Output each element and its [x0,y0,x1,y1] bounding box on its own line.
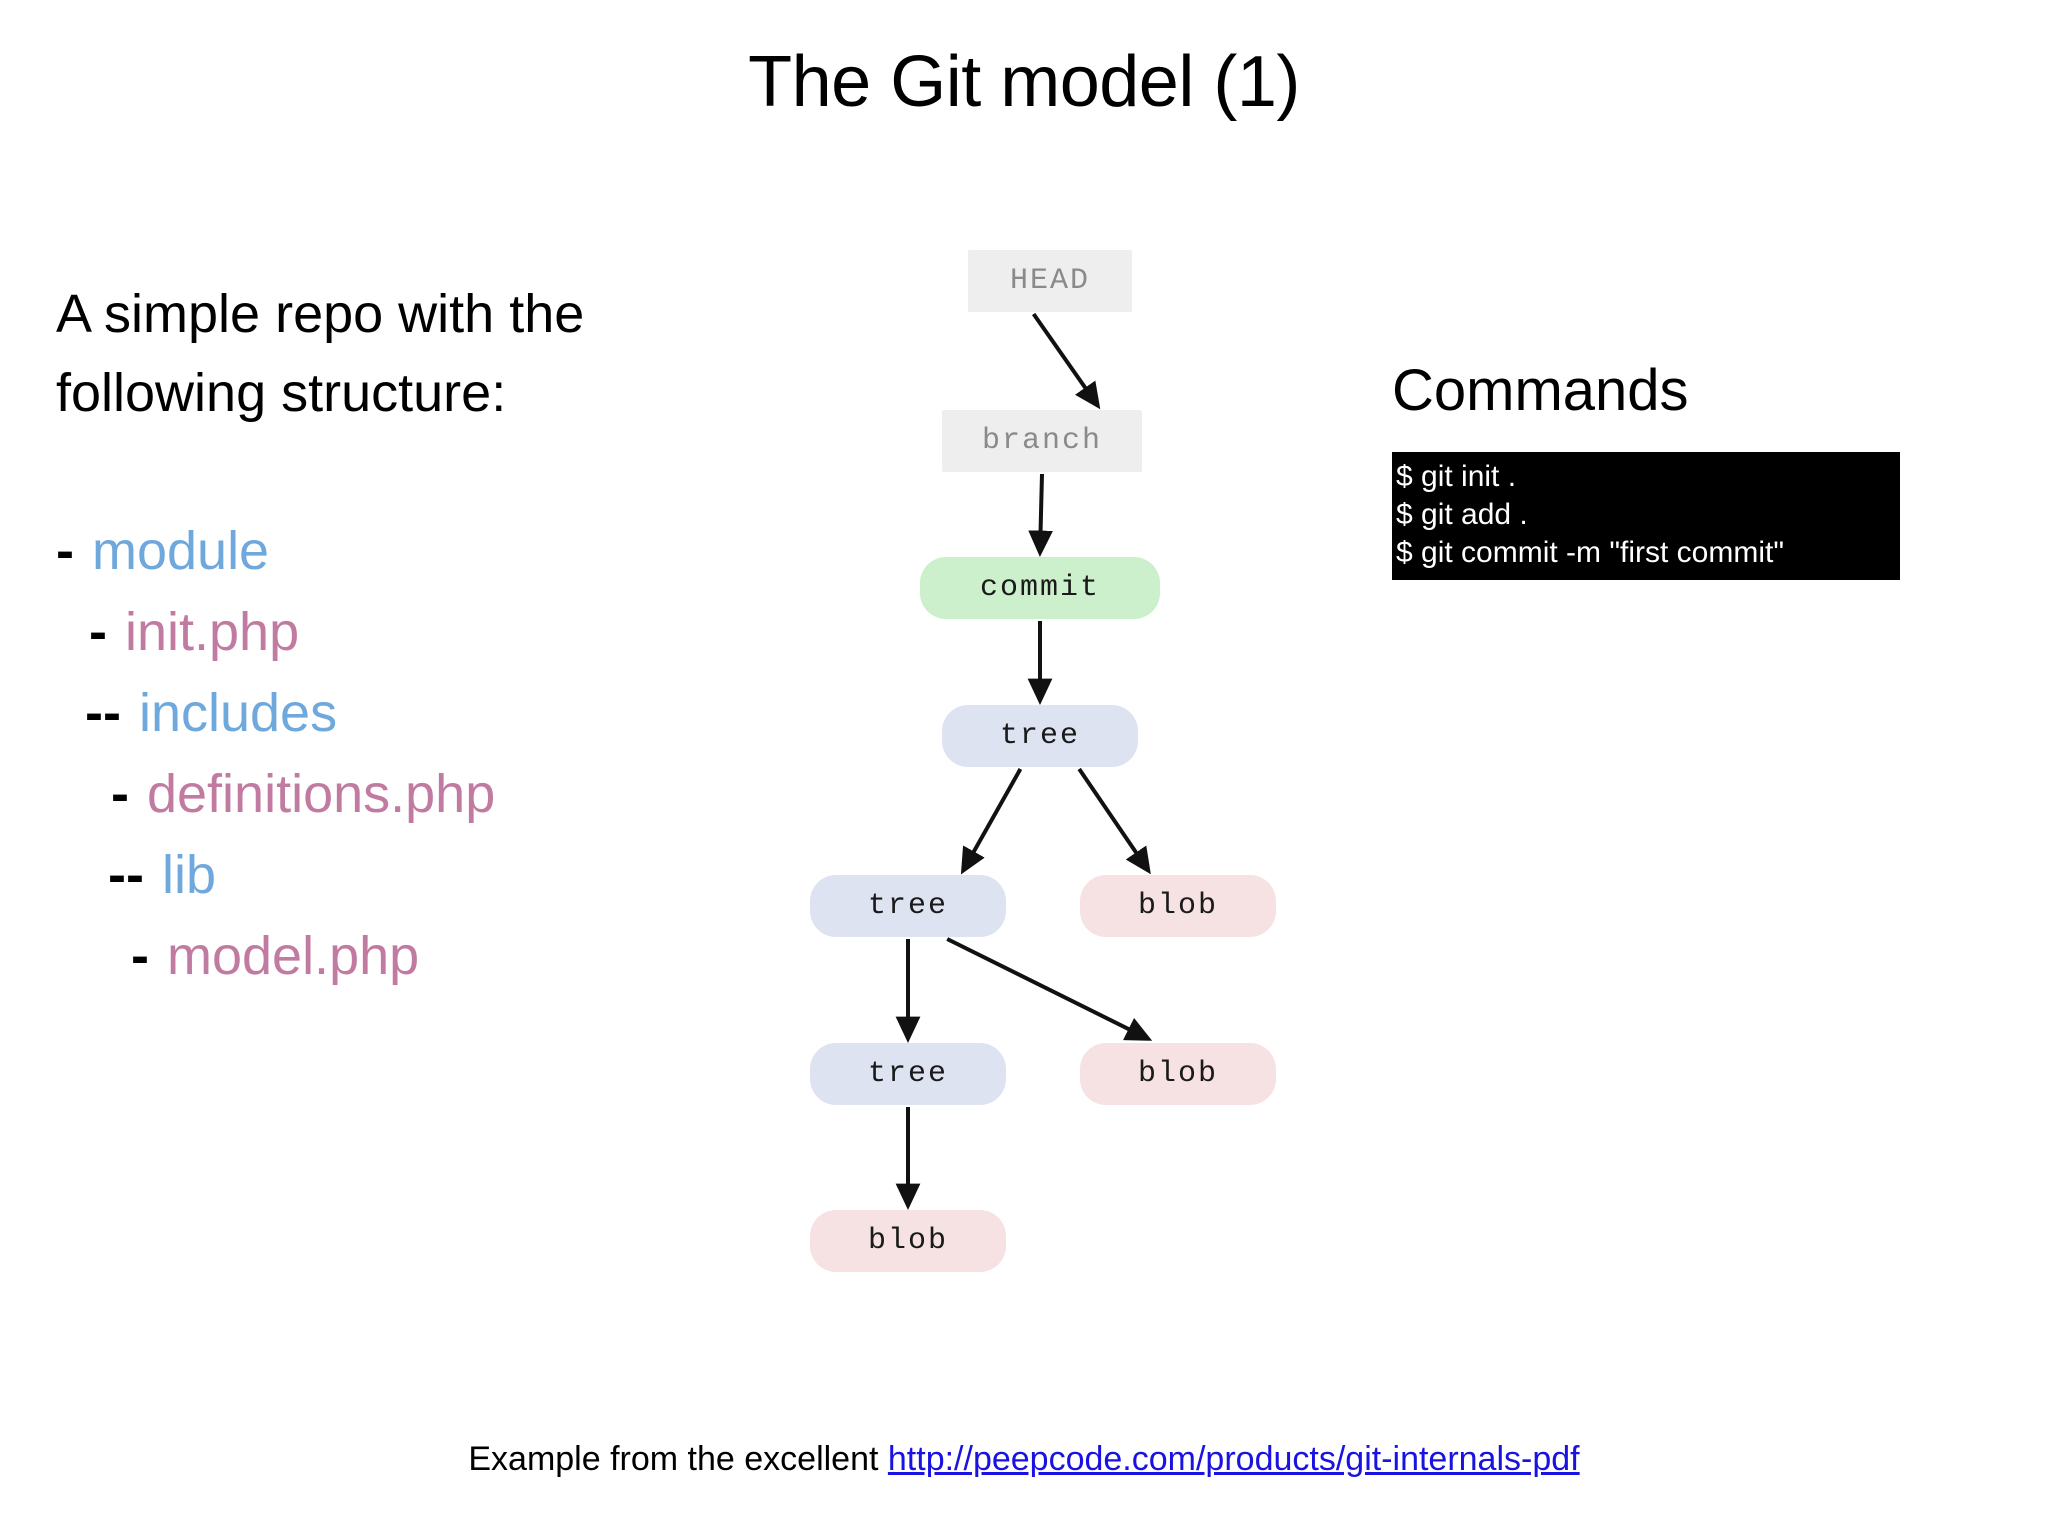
diagram-node-blob3: blob [810,1210,1006,1272]
diagram-node-blob1: blob [1080,875,1276,937]
intro-paragraph: A simple repo with the following structu… [56,284,585,423]
diagram-edge-head-to-branch [1031,312,1101,410]
footer-credit: Example from the excellent http://peepco… [0,1437,2048,1481]
tree-row: -model.php [56,916,656,997]
tree-row: -definitions.php [56,754,656,835]
tree-folder-name: lib [161,845,216,905]
tree-row: -module [56,511,656,592]
tree-file-name: definitions.php [146,764,496,824]
diagram-node-tree3: tree [810,1043,1006,1105]
peepcode-link[interactable]: http://peepcode.com/products/git-interna… [887,1440,1580,1478]
commands-heading: Commands [1392,358,1689,423]
tree-row: -- includes [56,673,656,754]
tree-row: -init.php [56,592,656,673]
diagram-edge-branch-to-commit [1028,473,1053,557]
tree-bullet-dash: -- [108,845,144,905]
diagram-node-blob2: blob [1080,1043,1276,1105]
diagram-node-branch: branch [942,410,1142,472]
terminal-block: $ git init . $ git add . $ git commit -m "… [1392,452,1900,580]
diagram-node-head: HEAD [968,250,1132,312]
diagram-arrows [895,312,1153,1211]
tree-row: -- lib [56,835,656,916]
diagram-edge-tree2-to-blob2 [946,937,1153,1041]
diagram-node-tree2: tree [810,875,1006,937]
terminal-line: $ git init . [1396,460,1517,493]
terminal-line: $ git commit -m "first commit" [1396,536,1784,569]
terminal-line: $ git add . [1396,498,1528,531]
tree-bullet-dash: - [89,602,107,662]
commands-panel: Commands $ git init . $ git add . $ git co… [1392,356,1900,580]
tree-bullet-dash: - [111,764,129,824]
tree-bullet-dash: - [131,926,149,986]
file-tree-list: -module-init.php--includes-definitions.p… [56,511,656,997]
tree-folder-name: includes [138,683,338,743]
page-title: The Git model (1) [748,42,1300,122]
diagram-node-commit: commit [920,557,1160,619]
repo-structure-panel: A simple repo with the following structu… [56,275,656,997]
diagram-edge-tree1-to-tree2 [960,768,1023,875]
footer-prefix-text: Example from the excellent [468,1440,888,1478]
tree-file-name: model.php [166,926,420,986]
tree-folder-name: module [91,521,270,581]
tree-file-name: init.php [124,602,300,662]
tree-bullet-dash: - [56,521,74,581]
git-object-model-diagram: HEAD branch commit tree tree blob tree blob blob [780,250,1320,1272]
diagram-node-tree1: tree [942,705,1138,767]
tree-bullet-dash: -- [85,683,121,743]
diagram-edge-tree1-to-blob1 [1077,767,1151,875]
